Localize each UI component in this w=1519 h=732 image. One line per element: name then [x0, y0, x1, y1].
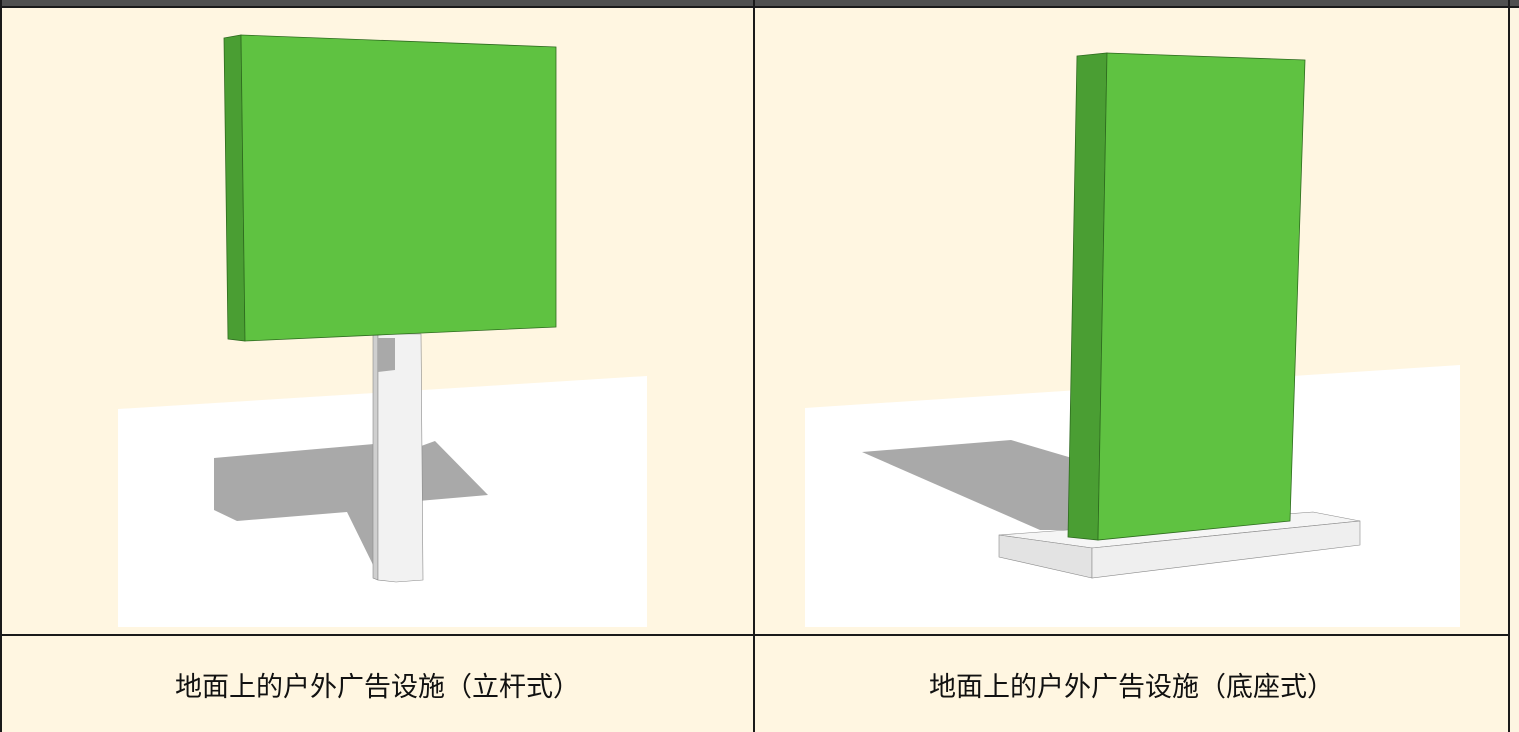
- base-sign-illustration: [805, 52, 1460, 627]
- pole-front: [377, 333, 424, 583]
- pole-sign-illustration: [118, 34, 647, 627]
- caption-left-text: 地面上的户外广告设施（立杆式）: [175, 671, 580, 703]
- pole-side-left: [372, 333, 379, 581]
- caption-right-text: 地面上的户外广告设施（底座式）: [929, 671, 1334, 703]
- base-front-right: [1091, 520, 1361, 579]
- border-left: [0, 0, 2, 732]
- caption-right: 地面上的户外广告设施（底座式）: [755, 636, 1508, 732]
- caption-left: 地面上的户外广告设施（立杆式）: [2, 636, 753, 732]
- divider-vertical: [753, 0, 755, 732]
- top-border-bar: [0, 0, 1519, 8]
- ground-shadow-right: [862, 440, 1072, 530]
- border-right: [1508, 0, 1510, 732]
- sign-board-front: [240, 34, 557, 342]
- divider-horizontal: [0, 634, 1510, 636]
- slab-front: [1097, 52, 1306, 541]
- pole-shadow-on-pole: [378, 338, 395, 372]
